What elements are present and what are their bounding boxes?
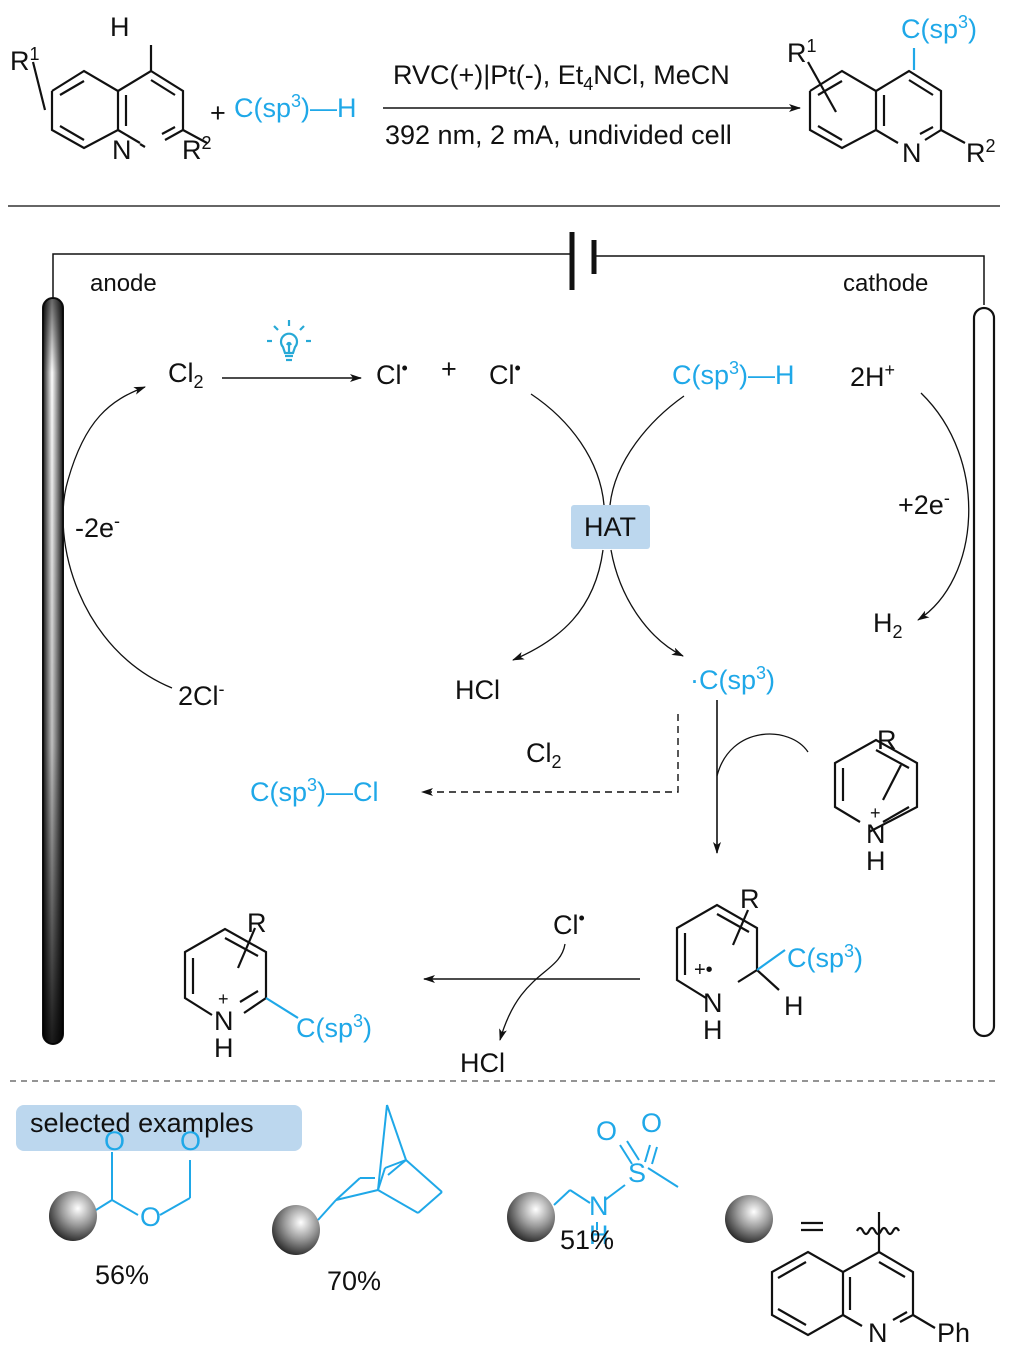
trioxane-o-1: O — [104, 1126, 126, 1156]
pyridinium-structure — [833, 738, 919, 833]
conditions-bottom: 392 nm, 2 mA, undivided cell — [385, 120, 732, 150]
yield-norbornane: 70% — [327, 1266, 382, 1296]
reactant-n-label: N — [112, 135, 132, 165]
product-pyridinium-csp3-label: C(sp3) — [296, 1011, 373, 1043]
plus-2e-label: +2e- — [898, 488, 950, 520]
reaction-plus-sign: + — [210, 98, 226, 128]
chlorinated-byproduct: C(sp3)—Cl — [250, 775, 379, 807]
sulfonamide-o-1: O — [596, 1116, 618, 1146]
reagent-csp3-h: C(sp3)—H — [234, 91, 357, 123]
selected-examples-badge — [16, 1105, 302, 1151]
pyridinium-r-label: R — [877, 725, 897, 755]
quinoline-ball-icon — [49, 1191, 97, 1241]
radical-cation-nh-label: H — [703, 1015, 723, 1045]
circuit-wire — [52, 253, 985, 305]
product-r1-label: R1 — [787, 36, 817, 68]
radical-cation-csp3-bond — [756, 949, 786, 971]
reactant-r1-label: R1 — [10, 44, 40, 76]
product-pyridinium-h-label: H — [214, 1033, 234, 1063]
legend-quinoline — [725, 1195, 936, 1337]
selected-examples-heading: selected examples — [30, 1108, 254, 1138]
cl-radical-1: Cl• — [376, 358, 408, 390]
chlorination-dashed-arrow — [421, 714, 679, 796]
legend-quinoline-n: N — [868, 1318, 888, 1348]
example-norbornane — [272, 1104, 443, 1255]
product-r2-label: R2 — [966, 136, 996, 168]
two-h-plus-label: 2H+ — [850, 360, 896, 392]
yield-trioxane: 56% — [95, 1260, 150, 1290]
cathode-electrode — [972, 306, 996, 1038]
pyridinium-h-label: H — [866, 846, 886, 876]
carbon-radical-label: ·C(sp3) — [690, 663, 776, 695]
radical-cation-ch-label: H — [784, 991, 804, 1021]
product-quinoline — [807, 61, 966, 150]
sulfonamide-n: N — [589, 1191, 609, 1221]
sulfonamide-s: S — [628, 1158, 647, 1188]
product-csp3-bond — [265, 997, 299, 1019]
quinoline-ball-icon — [272, 1205, 320, 1255]
trioxane-o-2: O — [180, 1126, 202, 1156]
cl-radical-to-hat-curve — [530, 393, 605, 506]
anode-electrode — [42, 297, 64, 1045]
csp3h-to-hat-curve — [609, 395, 685, 506]
pyridinium-plus-charge: + — [870, 803, 881, 823]
product-pyridinium-plus: + — [218, 989, 229, 1009]
product-n-label: N — [902, 138, 922, 168]
hcl-product-2: HCl — [460, 1048, 505, 1078]
anode-oxidation-arrow — [62, 386, 173, 689]
conditions-top: RVC(+)|Pt(-), Et4NCl, MeCN — [393, 60, 730, 94]
csp3-h-substrate: C(sp3)—H — [672, 358, 795, 390]
cl-to-hcl-arrow — [499, 943, 566, 1041]
cl-radical-3: Cl• — [553, 908, 585, 940]
radical-cation-structure — [675, 903, 780, 999]
cl2-side-label: Cl2 — [526, 738, 562, 772]
cathode-label: cathode — [843, 270, 929, 297]
radical-cation-r-label: R — [740, 884, 760, 914]
two-cl-minus-label: 2Cl- — [178, 679, 225, 711]
reactant-h-label: H — [110, 12, 130, 42]
yield-sulfonamide: 51% — [560, 1225, 615, 1255]
anode-label: anode — [90, 270, 157, 297]
hat-badge — [571, 505, 650, 549]
legend-quinoline-ph: Ph — [937, 1318, 971, 1348]
hat-to-hcl-arrow — [512, 549, 604, 661]
h2-label: H2 — [873, 608, 903, 642]
pyridinium-join-curve — [716, 733, 809, 777]
minus-2e-label: -2e- — [75, 511, 121, 543]
reactant-quinoline — [31, 45, 208, 150]
light-bulb-icon — [267, 320, 311, 362]
example-sulfonamide — [507, 1140, 679, 1242]
radical-cation-csp3-label: C(sp3) — [787, 941, 864, 973]
hcl-product-1: HCl — [455, 675, 500, 705]
product-pyridinium-n-label: N — [214, 1006, 234, 1036]
quinoline-ball-icon — [507, 1192, 555, 1242]
radical-cation-charge: +• — [694, 959, 713, 981]
pyridinium-n-label: N — [866, 819, 886, 849]
trioxane-o-3: O — [140, 1202, 162, 1232]
quinoline-ball-icon — [725, 1195, 773, 1243]
product-pyridinium-r-label: R — [247, 908, 267, 938]
hat-label: HAT — [584, 512, 636, 542]
cathode-reduction-arrow — [917, 392, 970, 621]
product-csp3-label: C(sp3) — [901, 12, 978, 44]
reactant-r2-label: R2 — [182, 133, 212, 165]
sulfonamide-o-2: O — [641, 1108, 663, 1138]
hat-to-radical-arrow — [610, 549, 684, 657]
cl-radical-2: Cl• — [489, 358, 521, 390]
cl2-top-label: Cl2 — [168, 358, 204, 392]
radicals-plus: + — [441, 354, 457, 384]
sulfonamide-h: H — [589, 1220, 609, 1250]
radical-cation-n-label: N — [703, 988, 723, 1018]
